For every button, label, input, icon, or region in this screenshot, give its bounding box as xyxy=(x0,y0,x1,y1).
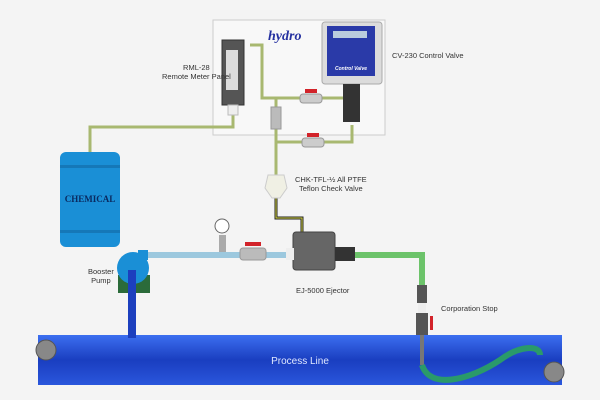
booster-line2: Pump xyxy=(91,276,111,285)
ball-valve xyxy=(239,247,267,261)
corporation-stop xyxy=(416,285,433,365)
control-valve-body xyxy=(343,84,360,122)
motive-water-pipe xyxy=(140,252,292,258)
pipe-end-cap xyxy=(35,339,57,361)
corporation-stop-label: Corporation Stop xyxy=(441,304,498,313)
booster-pump-label: Booster Pump xyxy=(88,267,114,285)
ejector-label: EJ-5000 Ejector xyxy=(296,286,350,295)
pipe-end-cap xyxy=(543,361,565,383)
control-valve-label: CV-230 Control Valve xyxy=(392,51,464,60)
ball-valve xyxy=(301,133,325,148)
process-line-label: Process Line xyxy=(271,356,329,367)
check-valve-label: CHK-TFL-½ All PTFE Teflon Check Valve xyxy=(295,175,367,193)
y-strainer xyxy=(270,106,282,130)
ball-valve xyxy=(299,89,323,104)
chemical-label: CHEMICAL xyxy=(65,194,116,204)
rml-label: RML-28 Remote Meter Panel xyxy=(162,63,231,81)
injection-quill-hose xyxy=(419,345,543,383)
booster-line1: Booster xyxy=(88,267,114,276)
ejector xyxy=(286,231,355,271)
pressure-gauge xyxy=(214,218,230,234)
discharge-pipe xyxy=(345,252,425,258)
check-valve xyxy=(264,174,288,199)
rml-description: Remote Meter Panel xyxy=(162,72,231,81)
check-valve-model: CHK-TFL-½ All PTFE xyxy=(295,175,367,184)
check-valve-description: Teflon Check Valve xyxy=(299,184,363,193)
control-valve-face-label: Control Valve xyxy=(335,66,367,72)
rml-model: RML-28 xyxy=(183,63,210,72)
booster-pump xyxy=(117,250,150,338)
chemical-tank: CHEMICAL xyxy=(60,152,120,247)
hydro-logo: hydro xyxy=(268,29,301,44)
